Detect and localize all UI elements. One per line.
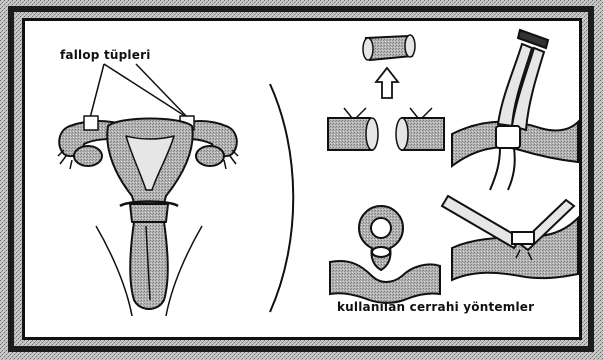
cervix	[130, 204, 168, 222]
clip-device	[512, 232, 534, 244]
excised-segment-illustration	[363, 35, 415, 60]
vaginal-canal	[130, 222, 168, 309]
left-stump-end	[366, 118, 378, 150]
band-ring	[496, 126, 520, 148]
segment-left-end	[363, 38, 373, 60]
left-ovary	[74, 146, 102, 166]
right-ovary	[196, 146, 224, 166]
silicone-ring	[372, 247, 390, 257]
segment-right-end	[405, 35, 415, 57]
fallopian-tubes-label: fallop tüpleri	[60, 48, 151, 62]
left-tube-marker	[84, 116, 98, 130]
surgical-methods-caption: kullanılan cerrahi yöntemler	[337, 300, 534, 314]
white-panel	[25, 21, 579, 337]
right-stump-end	[396, 118, 408, 150]
knuckle-lumen	[371, 218, 391, 238]
